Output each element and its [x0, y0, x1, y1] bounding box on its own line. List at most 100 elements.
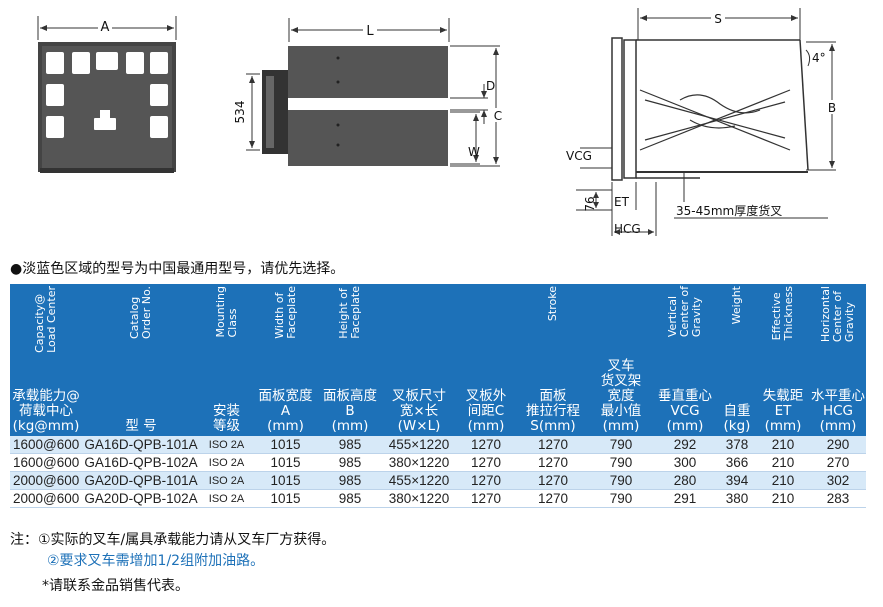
- table-cell: 985: [318, 471, 382, 490]
- table-cell: 1270: [456, 436, 516, 454]
- table-cell: 380: [718, 489, 756, 508]
- table-cell: 2000@600: [10, 471, 82, 490]
- table-cell: 210: [756, 453, 810, 472]
- column-header-cn: 型 号: [125, 418, 157, 434]
- label-et: ET: [614, 195, 630, 209]
- column-header-cn: 叉车 货叉架 宽度 最小值 (mm): [600, 358, 642, 434]
- table-cell: 455×1220: [382, 436, 456, 454]
- table-cell: 380×1220: [382, 453, 456, 472]
- column-header-cn: 面板宽度 A (mm): [258, 388, 313, 434]
- column-header-en: Effective Thickness: [770, 286, 795, 341]
- table-cell: GA16D-QPB-101A: [82, 436, 200, 454]
- column-header-cn: 安装 等级: [213, 403, 240, 434]
- note-3: *请联系金品销售代表。: [42, 578, 189, 594]
- table-cell: 1270: [516, 436, 590, 454]
- column-header-en: Horizontal Center of Gravity: [819, 286, 856, 343]
- table-cell: 210: [756, 471, 810, 490]
- label-hcg: HCG: [614, 222, 641, 236]
- column-header-cn: 自重 (kg): [723, 403, 751, 434]
- label-l: L: [366, 24, 374, 39]
- note-2: ②要求叉车需增加1/2组附加油路。: [47, 553, 265, 569]
- column-header-en: Stroke: [546, 286, 559, 322]
- column-header: Capacity@ Load Center 承载能力@ 荷载中心 (kg@mm): [10, 284, 82, 436]
- label-vcg: VCG: [566, 149, 592, 163]
- table-cell: 790: [590, 453, 652, 472]
- table-cell: ISO 2A: [200, 471, 253, 490]
- table-cell: 790: [590, 489, 652, 508]
- scissor-view-drawing: S 4° B VCG 76: [566, 8, 839, 236]
- table-cell: 1015: [253, 471, 318, 490]
- preference-note: ●淡蓝色区域的型号为中国最通用型号，请优先选择。: [10, 261, 345, 277]
- label-c: C: [494, 109, 502, 123]
- table-cell: ISO 2A: [200, 489, 253, 508]
- column-header-cn: 垂直重心 VCG (mm): [658, 388, 712, 434]
- table-cell: 280: [652, 471, 718, 490]
- table-cell: 210: [756, 489, 810, 508]
- table-cell: 1270: [456, 489, 516, 508]
- table-cell: 1015: [253, 436, 318, 454]
- column-header-en: Catalog Order No.: [128, 286, 153, 340]
- table-cell: 1270: [456, 453, 516, 472]
- column-header: Mounting Class 安装 等级: [200, 284, 253, 436]
- table-cell: GA16D-QPB-102A: [82, 453, 200, 472]
- table-cell: 1270: [516, 453, 590, 472]
- table-cell: 292: [652, 436, 718, 454]
- notes: 注：①实际的叉车/属具承载能力请从叉车厂方获得。 ②要求叉车需增加1/2组附加油…: [10, 530, 335, 597]
- table-cell: 300: [652, 453, 718, 472]
- table-cell: 290: [810, 436, 866, 454]
- table-cell: 985: [318, 436, 382, 454]
- column-header: Horizontal Center of Gravity 水平重心 HCG (mm…: [810, 284, 866, 436]
- table-cell: GA20D-QPB-101A: [82, 471, 200, 490]
- table-cell: 291: [652, 489, 718, 508]
- column-header-en: Mounting Class: [213, 286, 239, 338]
- column-header: Weight 自重 (kg): [718, 284, 756, 436]
- table-cell: 283: [810, 489, 866, 508]
- column-header-cn: 承载能力@ 荷载中心 (kg@mm): [12, 388, 80, 434]
- column-header-cn: 叉板外 间距C (mm): [465, 388, 507, 434]
- table-cell: 366: [718, 453, 756, 472]
- table-cell: 790: [590, 471, 652, 490]
- column-header: Height of Faceplate 面板高度 B (mm): [318, 284, 382, 436]
- table-cell: 985: [318, 453, 382, 472]
- column-header: 叉车 货叉架 宽度 最小值 (mm): [590, 284, 652, 436]
- table-cell: 1600@600: [10, 436, 82, 454]
- column-header-en: Weight: [730, 286, 743, 325]
- side-view-drawing: L 534 D C W: [233, 18, 505, 167]
- column-header-en: Vertical Center of Gravity: [666, 286, 703, 338]
- technical-drawings: A L 534: [37, 8, 839, 236]
- label-a: A: [101, 20, 110, 35]
- label-angle: 4°: [812, 51, 826, 65]
- table-cell: 302: [810, 471, 866, 490]
- table-cell: GA20D-QPB-102A: [82, 489, 200, 508]
- column-header-en: Capacity@ Load Center: [33, 286, 58, 353]
- column-header-cn: 面板高度 B (mm): [323, 388, 377, 434]
- table-cell: 1270: [516, 471, 590, 490]
- label-b: B: [828, 101, 836, 115]
- table-cell: ISO 2A: [200, 453, 253, 472]
- column-header-cn: 叉板尺寸 宽×长 (W×L): [392, 388, 446, 434]
- note-1: 注：①实际的叉车/属具承载能力请从叉车厂方获得。: [10, 532, 336, 548]
- table-cell: 455×1220: [382, 471, 456, 490]
- column-header: Catalog Order No. 型 号: [82, 284, 200, 436]
- table-cell: 394: [718, 471, 756, 490]
- label-w: W: [468, 145, 480, 159]
- column-header: 叉板尺寸 宽×长 (W×L): [382, 284, 456, 436]
- label-s: S: [714, 12, 722, 26]
- table-cell: 1270: [456, 471, 516, 490]
- column-header-en: Width of Faceplate: [272, 286, 298, 339]
- table-cell: 2000@600: [10, 489, 82, 508]
- column-header-en: Height of Faceplate: [337, 286, 362, 339]
- table-cell: 1015: [253, 489, 318, 508]
- column-header-cn: 水平重心 HCG (mm): [811, 388, 865, 434]
- table-cell: 210: [756, 436, 810, 454]
- table-cell: 380×1220: [382, 489, 456, 508]
- label-fork-thickness: 35-45mm厚度货叉: [676, 203, 782, 218]
- table-cell: 378: [718, 436, 756, 454]
- table-cell: 790: [590, 436, 652, 454]
- label-534: 534: [233, 101, 247, 124]
